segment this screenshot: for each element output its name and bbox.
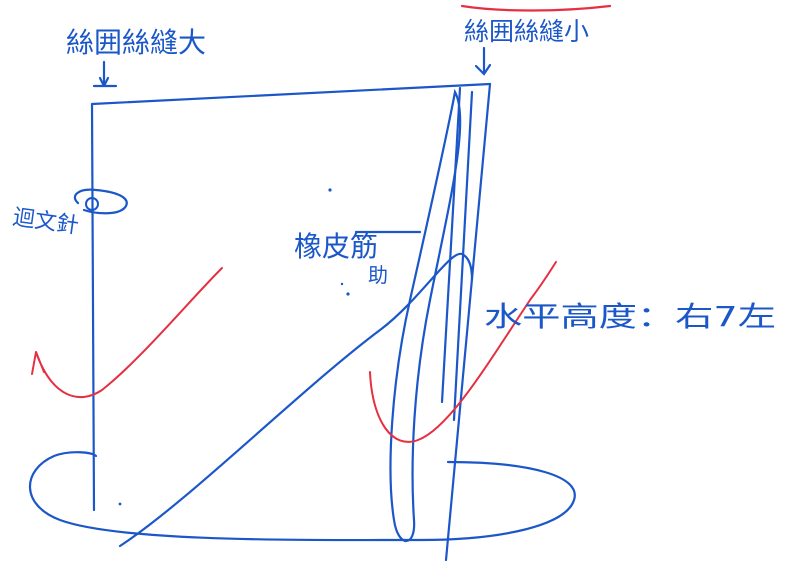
right-strip — [440, 82, 492, 562]
dot-mark-4 — [118, 502, 122, 506]
label-top-right: 絲囲絲縫小 — [464, 17, 589, 46]
base-oval — [28, 451, 576, 542]
paperclip-icon — [73, 188, 128, 215]
diagonal-line — [118, 252, 474, 548]
board-outline — [90, 82, 492, 512]
top-red-mark — [460, 4, 612, 12]
right-red-curve — [369, 261, 557, 443]
rubber-band-loop — [389, 88, 462, 542]
dot-mark-3 — [328, 188, 332, 192]
label-mid-sub: 助 — [368, 263, 388, 287]
right-arrow — [474, 46, 492, 76]
left-arrow — [92, 60, 118, 88]
label-top-left: 絲囲絲縫大 — [66, 26, 206, 59]
dot-mark-1 — [346, 292, 350, 296]
paperclip-ring — [85, 197, 99, 211]
label-mid: 橡皮筋 — [294, 230, 378, 263]
dot-mark-2 — [340, 282, 344, 286]
label-right-side: 水平高度：右7左 — [484, 300, 776, 333]
label-left-side: 迴文針 — [11, 205, 80, 239]
left-red-curve — [31, 267, 223, 399]
